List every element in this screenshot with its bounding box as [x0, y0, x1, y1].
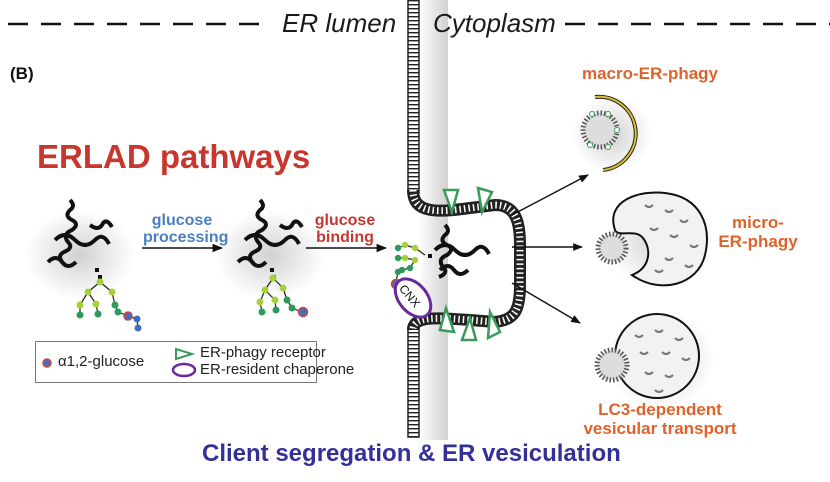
legend-label-receptor: ER-phagy receptor	[200, 344, 326, 361]
er-lumen-label: ER lumen	[282, 8, 397, 38]
outcome-line2: vesicular transport	[583, 419, 737, 438]
outcome-micro-er-phagy: micro- ER-phagy	[718, 213, 798, 251]
outcome-line1: micro-	[732, 213, 784, 232]
bottom-caption: Client segregation & ER vesiculation	[202, 440, 621, 467]
cytoplasm-label: Cytoplasm	[433, 8, 556, 38]
step-glucose-binding: glucose binding	[310, 212, 380, 246]
diagram-title: ERLAD pathways	[37, 138, 311, 175]
arrow-to-lc3	[511, 282, 581, 324]
client-protein-3	[428, 223, 491, 279]
outcome-lc3-transport: LC3-dependent vesicular transport	[580, 400, 740, 438]
chaperone-ellipse-icon	[171, 362, 197, 378]
legend-label-glucose: α1,2-glucose	[58, 353, 145, 370]
outcome-macro-er-phagy: macro-ER-phagy	[581, 64, 719, 83]
step-glucose-processing: glucose processing	[143, 212, 229, 246]
arrow-to-macro	[511, 174, 589, 216]
legend-icons	[42, 347, 197, 378]
glycan-tree-1	[76, 278, 142, 332]
step-line1: glucose	[314, 212, 376, 229]
client-protein-1	[25, 198, 135, 300]
glycan-tree-2	[256, 274, 309, 318]
legend-label-chaperone: ER-resident chaperone	[200, 361, 355, 378]
micro-er-phagy-graphic	[595, 190, 715, 290]
lc3-transport-graphic	[594, 310, 715, 410]
outcome-line2: ER-phagy	[718, 232, 798, 251]
legend: α1,2-glucose ER-phagy receptor ER-reside…	[35, 341, 354, 383]
macro-er-phagy-graphic	[572, 94, 652, 173]
cnx-chaperone	[393, 277, 433, 319]
glucose-dot-icon	[42, 358, 52, 368]
client-protein-2	[215, 198, 325, 300]
step-line1: glucose	[151, 212, 213, 229]
er-membrane	[407, 0, 526, 440]
outcome-line1: LC3-dependent	[598, 400, 722, 419]
er-phagy-receptors	[438, 186, 502, 342]
glycan-tree-3	[390, 241, 426, 290]
step-line2: processing	[143, 229, 229, 246]
step-line2: binding	[316, 229, 374, 246]
receptor-trapezoid-icon	[175, 347, 196, 361]
panel-label: (B)	[10, 64, 34, 83]
